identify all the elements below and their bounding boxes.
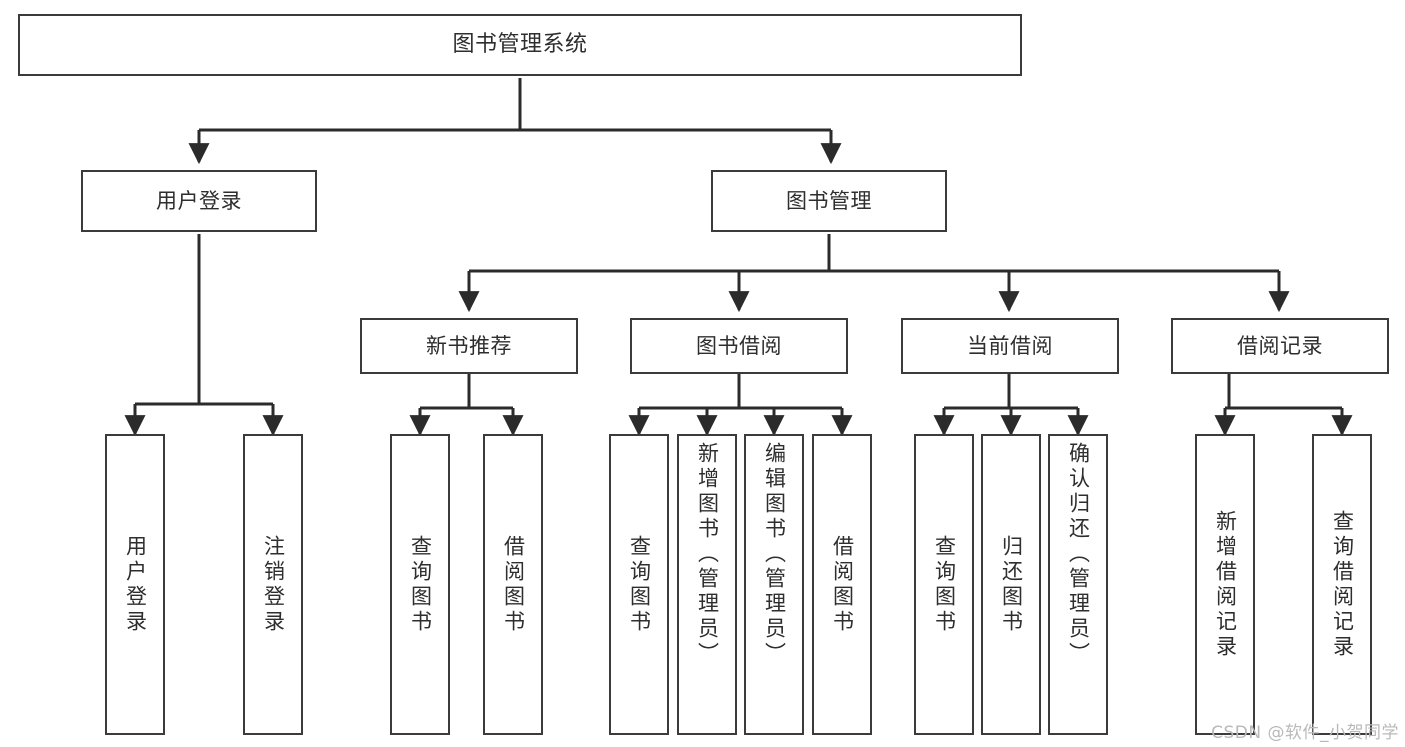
node-label: 查询图书 [627, 534, 652, 635]
leaf-user-login-login[interactable]: 用户登录 [105, 434, 165, 735]
leaf-borrow-query-book[interactable]: 查询图书 [609, 434, 669, 735]
node-label: 图书管理 [786, 188, 872, 213]
node-label: 新增图书（管理员） [695, 442, 720, 667]
node-label: 图书管理系统 [452, 32, 588, 58]
leaf-current-query-book[interactable]: 查询图书 [914, 434, 974, 735]
leaf-current-confirm-return-admin[interactable]: 确认归还（管理员） [1048, 434, 1108, 735]
node-label: 图书借阅 [696, 333, 782, 358]
node-user-login[interactable]: 用户登录 [81, 170, 317, 232]
node-borrow-record[interactable]: 借阅记录 [1171, 318, 1389, 374]
node-current-borrow[interactable]: 当前借阅 [901, 318, 1119, 374]
node-new-book-recommend[interactable]: 新书推荐 [360, 318, 578, 374]
node-label: 用户登录 [156, 188, 242, 213]
leaf-current-return-book[interactable]: 归还图书 [981, 434, 1041, 735]
leaf-borrow-add-book-admin[interactable]: 新增图书（管理员） [677, 434, 737, 735]
node-label: 借阅图书 [501, 534, 526, 635]
node-label: 确认归还（管理员） [1066, 442, 1091, 667]
node-label: 新增借阅记录 [1213, 509, 1238, 660]
node-label: 借阅图书 [830, 534, 855, 635]
node-label: 新书推荐 [426, 333, 512, 358]
leaf-borrow-edit-book-admin[interactable]: 编辑图书（管理员） [744, 434, 804, 735]
leaf-record-query-record[interactable]: 查询借阅记录 [1312, 434, 1372, 735]
node-label: 借阅记录 [1237, 333, 1323, 358]
node-label: 查询借阅记录 [1330, 509, 1355, 660]
node-root-system[interactable]: 图书管理系统 [18, 14, 1022, 76]
node-label: 编辑图书（管理员） [762, 442, 787, 667]
leaf-recommend-query-book[interactable]: 查询图书 [390, 434, 450, 735]
node-label: 注销登录 [261, 534, 286, 635]
node-book-borrow[interactable]: 图书借阅 [630, 318, 848, 374]
node-book-management[interactable]: 图书管理 [711, 170, 947, 232]
node-label: 归还图书 [999, 534, 1024, 635]
leaf-record-add-record[interactable]: 新增借阅记录 [1195, 434, 1255, 735]
node-label: 当前借阅 [967, 333, 1053, 358]
leaf-recommend-borrow-book[interactable]: 借阅图书 [483, 434, 543, 735]
node-label: 查询图书 [408, 534, 433, 635]
leaf-borrow-borrow-book[interactable]: 借阅图书 [812, 434, 872, 735]
leaf-user-login-logout[interactable]: 注销登录 [243, 434, 303, 735]
node-label: 用户登录 [123, 534, 148, 635]
node-label: 查询图书 [932, 534, 957, 635]
